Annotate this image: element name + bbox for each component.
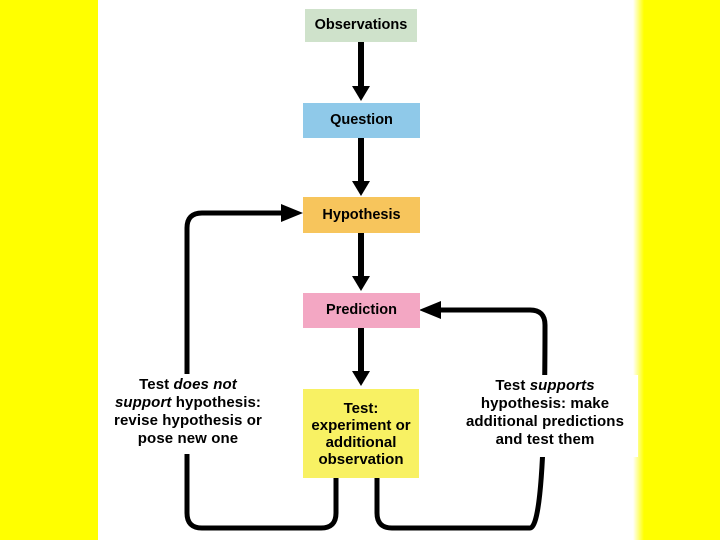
box-label: Question <box>330 112 393 128</box>
left-yellow-bar <box>0 0 98 540</box>
test-box: Test: experiment or additional observati… <box>303 389 419 478</box>
note-line: Test supports <box>495 377 595 394</box>
note-line: and test them <box>495 431 595 448</box>
note-line: pose new one <box>137 430 239 447</box>
left-feedback-note: Test does not support hypothesis: revise… <box>98 374 278 454</box>
box-label: Hypothesis <box>322 206 401 223</box>
note-line: additional predictions <box>465 413 625 430</box>
note-line: Test does not <box>139 376 237 393</box>
right-feedback-note: Test supports hypothesis: make additiona… <box>452 375 638 457</box>
arrow-prediction-to-test <box>352 328 370 386</box>
observations-box: Observations <box>305 9 417 42</box>
note-line: hypothesis: make <box>480 395 610 412</box>
note-line: revise hypothesis or <box>114 412 262 429</box>
arrow-question-to-hypothesis <box>352 138 370 196</box>
arrow-hypothesis-to-prediction <box>352 233 370 291</box>
question-box: Question <box>303 103 420 138</box>
arrow-observations-to-question <box>352 42 370 101</box>
box-label: Prediction <box>326 302 397 318</box>
prediction-box: Prediction <box>303 293 420 328</box>
box-label: Observations <box>314 17 408 33</box>
left-feedback-loop-arrow <box>184 204 339 531</box>
box-label: Test: experiment or additional observati… <box>311 399 411 468</box>
right-feedback-loop-arrow <box>374 301 548 531</box>
right-yellow-bar <box>633 0 720 540</box>
hypothesis-box: Hypothesis <box>303 197 420 233</box>
note-line: support hypothesis: <box>114 394 262 411</box>
